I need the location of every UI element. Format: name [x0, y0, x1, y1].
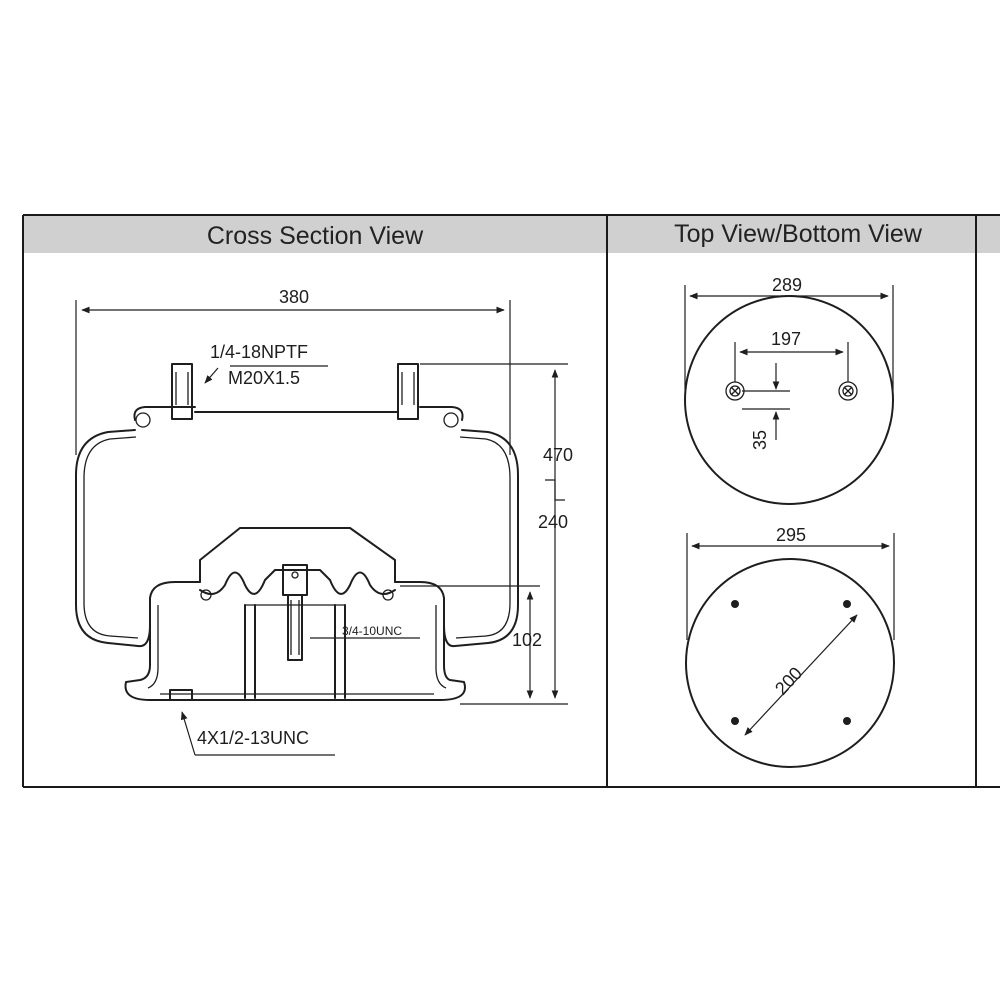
cross-section-dimensions: [75, 300, 568, 756]
dim-base-height: 102: [512, 630, 542, 650]
label-stud-thread: M20X1.5: [228, 368, 300, 388]
stud-left: [171, 363, 193, 420]
top-plate-circle: [684, 295, 894, 505]
header-band-top-view: [608, 215, 975, 253]
center-bolt: [287, 594, 303, 661]
bolt-hole-bottom-right: [843, 717, 851, 725]
dim-overall-width: 380: [279, 287, 309, 307]
top-stud-left: [725, 381, 745, 401]
bolt-hole-bottom-left: [731, 717, 739, 725]
table-frame: [22, 214, 1000, 788]
bellows-outer: [75, 429, 201, 648]
stud-right: [397, 363, 419, 420]
header-cross-section: Cross Section View: [207, 222, 424, 250]
bolt-hole-top-left: [731, 600, 739, 608]
dim-bottom-diameter: 295: [776, 525, 806, 545]
label-base-bolts: 4X1/2-13UNC: [197, 728, 309, 748]
dim-stud-offset: 35: [750, 430, 770, 450]
bottom-view-drawing: [685, 533, 895, 768]
bottom-plate-circle: [685, 558, 895, 768]
dim-stud-spacing: 197: [771, 329, 801, 349]
dim-height-max: 470: [543, 445, 573, 465]
cross-section-drawing: [75, 363, 519, 701]
label-center-thread: 3/4-10UNC: [342, 624, 402, 638]
piston-can: [124, 597, 466, 701]
header-band-cross-section: [23, 215, 606, 253]
header-band-next: [977, 215, 1000, 253]
dim-top-diameter: 289: [772, 275, 802, 295]
top-view-drawing: [684, 285, 894, 505]
dim-height-min: 240: [538, 512, 568, 532]
bolt-hole-top-right: [843, 600, 851, 608]
header-top-bottom-view: Top View/Bottom View: [674, 220, 923, 248]
label-port-thread: 1/4-18NPTF: [210, 342, 308, 362]
dim-bolt-circle: 200: [771, 663, 806, 699]
piston-body: [199, 527, 396, 583]
top-stud-right: [838, 381, 858, 401]
